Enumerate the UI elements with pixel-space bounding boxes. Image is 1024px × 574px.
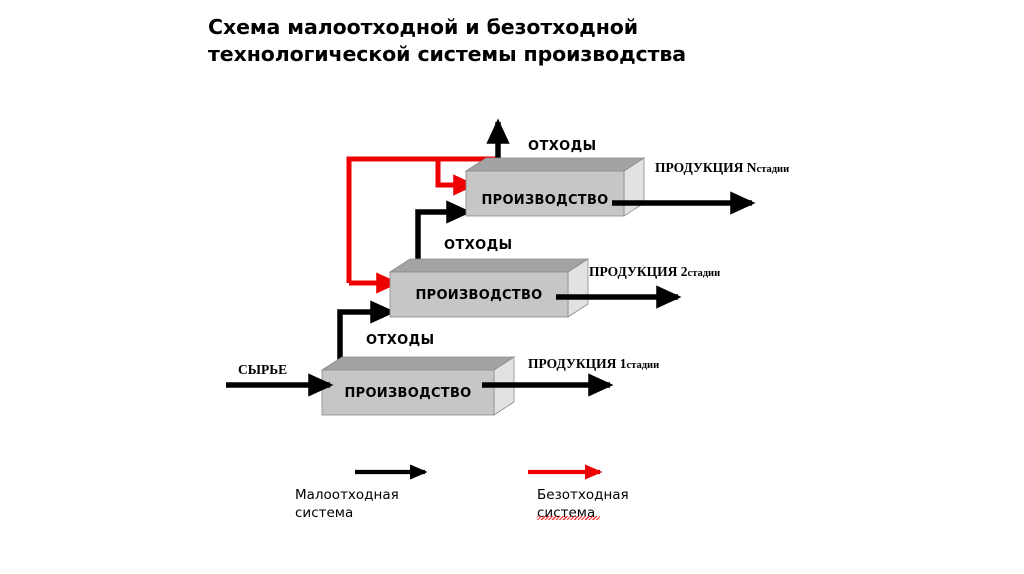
stage-1-box-label: ПРОИЗВОДСТВО — [344, 386, 472, 401]
product-output-arrows — [482, 191, 756, 397]
red-trunk-line — [346, 156, 498, 283]
stage-2-product-main: ПРОДУКЦИЯ 2 — [589, 264, 688, 279]
stage-1-box-front-face — [321, 369, 495, 416]
stage-1-product-main: ПРОДУКЦИЯ 1 — [528, 356, 627, 371]
stage-n-box-top-face — [464, 157, 646, 172]
stage-n-product-main: ПРОДУКЦИЯ N — [655, 160, 757, 175]
stage-2-box — [388, 258, 590, 318]
stage-1-waste-label: ОТХОДЫ — [366, 333, 435, 348]
stage-2-product-label: ПРОДУКЦИЯ 2стадии — [589, 264, 720, 280]
stage-n-waste-label: ОТХОДЫ — [528, 139, 597, 154]
stage-2-product-suffix: стадии — [687, 268, 721, 279]
page-title: Схема малоотходной и безотходной техноло… — [208, 15, 686, 66]
raw-material-label: СЫРЬЕ — [238, 362, 288, 377]
stage-2-waste-label: ОТХОДЫ — [444, 238, 513, 253]
stage-1-box-top-face — [320, 356, 516, 371]
low-waste-transfer-paths — [337, 118, 510, 395]
waste-free-recycle-paths — [346, 156, 498, 294]
legend-low-waste-label: Малоотходная система — [295, 487, 399, 521]
stage-n-product-suffix: стадии — [756, 164, 790, 175]
spellcheck-underline-icon — [537, 516, 600, 520]
stage-1-product-suffix: стадии — [626, 360, 660, 371]
stage-1-box — [320, 356, 516, 416]
stage-2-box-label: ПРОИЗВОДСТВО — [415, 288, 543, 303]
stage-n-box-front-face — [465, 170, 625, 217]
stage-n-box-label: ПРОИЗВОДСТВО — [481, 193, 609, 208]
stage-1-product-label: ПРОДУКЦИЯ 1стадии — [528, 356, 659, 372]
stage-2-box-top-face — [388, 258, 590, 273]
stage-n-product-label: ПРОДУКЦИЯ Nстадии — [655, 160, 789, 176]
red-branch-to-stage-n — [435, 159, 477, 196]
stage-n-box — [464, 157, 646, 217]
